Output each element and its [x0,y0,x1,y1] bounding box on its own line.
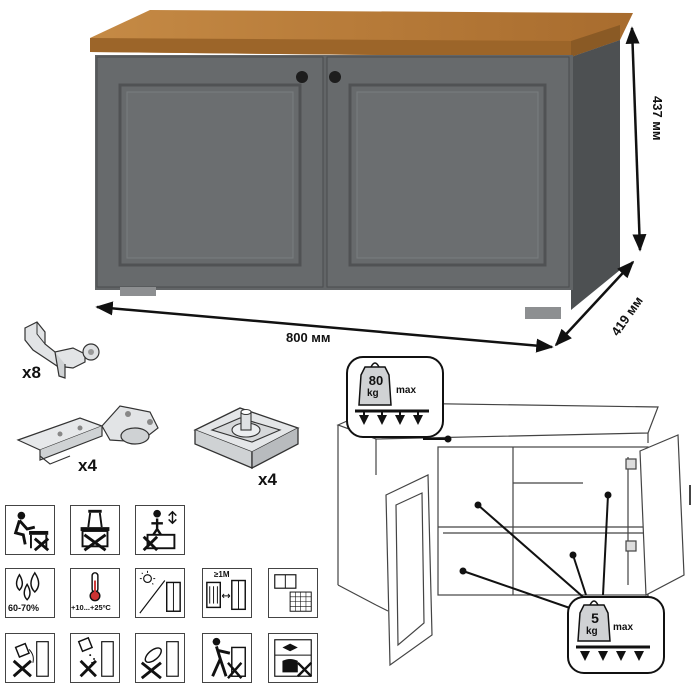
top-load-value: 80 [368,373,384,388]
knob-right [329,71,341,83]
dimension-lines [95,26,647,353]
no-climbing-icon [135,505,185,555]
knob-left [296,71,308,83]
humidity-label: 60-70% [8,603,40,613]
calendar-window-icon [268,568,318,618]
no-standing-icon [70,505,120,555]
top-load-max: max [396,385,417,396]
height-label: 437 мм [650,96,665,141]
cabinet-side [571,40,620,310]
hinge-illustration [16,405,159,465]
hinge-qty: x4 [78,456,97,475]
foot [120,287,156,296]
foot-illustration [193,407,300,470]
distance-label: ≥1M [214,570,230,579]
no-direct-sun-icon [135,568,185,618]
no-abrasive-icon [135,633,185,683]
shelf-support-illustration [24,321,100,379]
cabinet-render [90,10,633,319]
temperature-icon [70,568,120,618]
no-sitting-icon [5,505,55,555]
shelf-load-badge [567,596,665,674]
no-liquid-icon [5,633,55,683]
no-pushing-icon [202,633,252,683]
shelf-load-value: 5 [591,610,599,626]
shelf-load-unit: kg [586,626,598,637]
temperature-label: +10...+25ºC [71,603,111,612]
foot-qty: x4 [258,470,277,489]
top-load-badge [346,356,444,438]
top-load-unit: kg [367,388,379,399]
shelf-support-qty: x8 [22,363,41,382]
shelf-load-max: max [613,622,634,633]
no-heavy-items-icon [268,633,318,683]
width-label: 800 мм [286,330,331,345]
humidity-icon [5,568,55,618]
no-chemicals-icon [70,633,120,683]
heater-distance-icon [202,568,252,618]
